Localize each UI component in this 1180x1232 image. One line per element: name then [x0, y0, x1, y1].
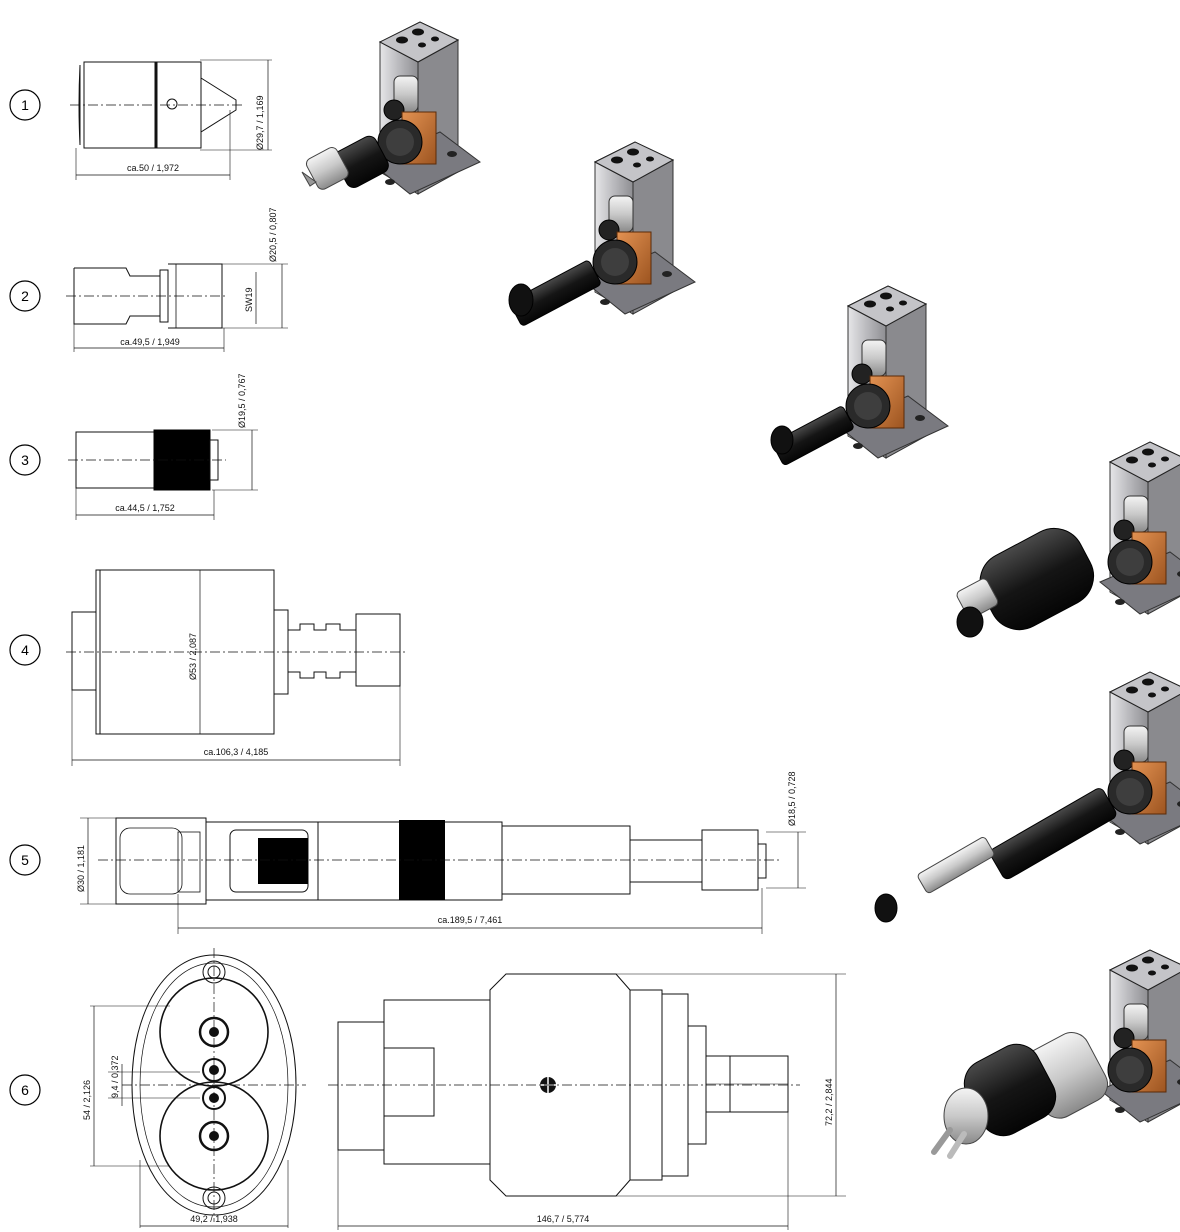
- item-number-3: 3: [21, 452, 29, 468]
- render-item-3: [770, 285, 949, 466]
- side-view-6: 72,2 / 2,844 146,7 / 5,774: [328, 973, 846, 1230]
- render-item-4: [956, 441, 1180, 638]
- dim-height-side-6: 72,2 / 2,844: [824, 1078, 834, 1126]
- dim-length-3: ca.44,5 / 1,752: [115, 503, 175, 513]
- dim-diameter-3: Ø19,5 / 0,767: [237, 373, 247, 428]
- render-item-6: [931, 949, 1180, 1159]
- dim-diameter-5: Ø30 / 1,181: [76, 845, 86, 892]
- item-number-6: 6: [21, 1082, 29, 1098]
- drawing-item-4: 4 Ø53 / 2,087 ca.106,3 / 4,185: [9, 569, 408, 766]
- front-view-6: 54 / 2,126 9,4 / 0,372 49,2 / 1,938: [82, 948, 306, 1228]
- dim-spacing-6: 9,4 / 0,372: [110, 1055, 120, 1098]
- drawing-item-2: 2 ca.49,5 / 1,949 Ø20,5 / 0,807 SW19: [9, 207, 288, 352]
- item-number-5: 5: [21, 852, 29, 868]
- dim-diameter-4: Ø53 / 2,087: [188, 633, 198, 680]
- item-number-1: 1: [21, 97, 29, 113]
- item-number-4: 4: [21, 642, 29, 658]
- render-item-1: [301, 21, 481, 195]
- dim-length-2: ca.49,5 / 1,949: [120, 337, 180, 347]
- drawing-item-5: 5 Ø30 / 1,181 Ø18,5 / 0,728 ca.189,5 / 7…: [9, 771, 806, 934]
- render-item-2: [508, 141, 696, 326]
- dim-length-4: ca.106,3 / 4,185: [204, 747, 269, 757]
- render-item-5: [874, 671, 1180, 923]
- dim-length-6: 146,7 / 5,774: [537, 1214, 590, 1224]
- dim-wrench-size-2: SW19: [244, 287, 254, 312]
- item-number-2: 2: [21, 288, 29, 304]
- dim-length-1: ca.50 / 1,972: [127, 163, 179, 173]
- dim-height-6: 54 / 2,126: [82, 1080, 92, 1120]
- drawing-item-3: 3 ca.44,5 / 1,752 Ø19,5 / 0,767: [9, 373, 258, 520]
- dim-width-6: 49,2 / 1,938: [190, 1214, 238, 1224]
- drawing-item-6: 6 54 / 2,126: [9, 948, 846, 1230]
- dim-length-5: ca.189,5 / 7,461: [438, 915, 503, 925]
- dim-diameter-2: Ø20,5 / 0,807: [268, 207, 278, 262]
- dim-diameter-1: Ø29,7 / 1,169: [255, 95, 265, 150]
- dim-diameter-tip-5: Ø18,5 / 0,728: [787, 771, 797, 826]
- drawing-item-1: 1 ca.50 / 1,972 Ø29,7 / 1,169: [9, 59, 272, 180]
